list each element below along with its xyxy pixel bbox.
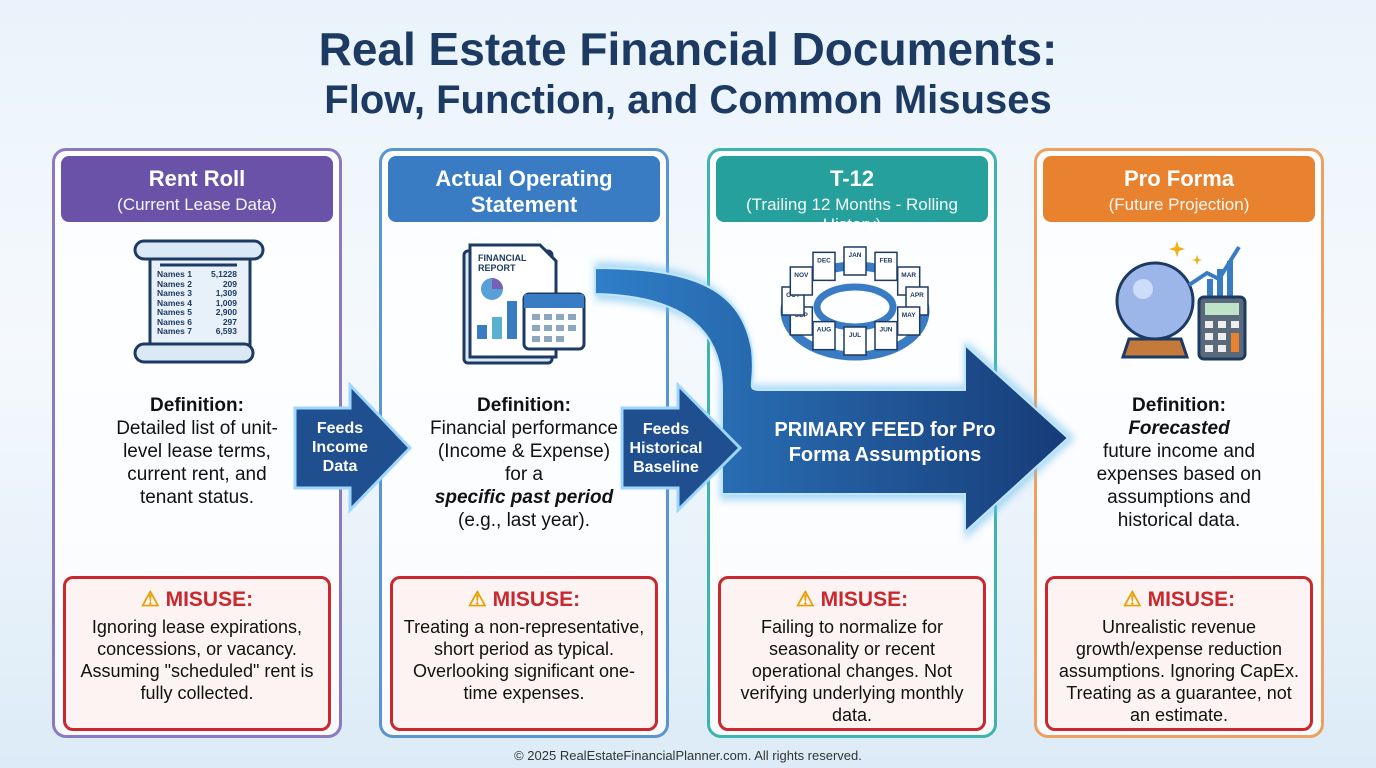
crystal-ball-calculator-icon [1107, 239, 1257, 369]
misuse-box: ⚠ MISUSE: Treating a non-representative,… [390, 576, 658, 731]
scroll-value: 2,900 [215, 307, 237, 317]
primary-feed-label: PRIMARY FEED for Pro Forma Assumptions [774, 419, 996, 466]
misuse-box: ⚠ MISUSE: Unrealistic revenue growth/exp… [1045, 576, 1313, 731]
scroll-value: 1,009 [215, 297, 237, 308]
month-label: DEC [817, 257, 831, 264]
subtitle: Flow, Function, and Common Misuses [324, 78, 1052, 122]
misuse-label: MISUSE: [492, 588, 581, 611]
misuse-text: Treating a non-representative, short per… [403, 617, 645, 703]
feeds-baseline-label: Feeds Historical Baseline [629, 421, 703, 476]
card-header: T-12 (Trailing 12 Months - Rolling Histo… [716, 156, 988, 234]
scroll-name: Names 4 [157, 297, 192, 308]
scroll-value: 5,1228 [211, 269, 237, 279]
card-title: T-12 [829, 166, 875, 191]
definition-emphasis: Forecasted [1128, 418, 1230, 439]
scroll-value: 209 [222, 278, 237, 289]
warning-icon: ⚠ [140, 588, 160, 611]
scroll-name: Names 2 [157, 278, 192, 289]
card-pro-forma: Pro Forma (Future Projection) Definition… [1034, 148, 1324, 738]
scroll-name: Names 5 [157, 307, 192, 317]
misuse-text: Unrealistic revenue growth/expense reduc… [1058, 617, 1300, 725]
definition-emphasis: specific past period [434, 487, 614, 508]
card-subtitle: (Current Lease Data) [117, 195, 277, 214]
month-label: JUN [879, 327, 892, 334]
definition-label: Definition: [150, 395, 244, 416]
definition: Definition: Forecasted future income and… [1085, 394, 1273, 532]
definition: Definition: Detailed list of unit-level … [103, 394, 291, 509]
primary-feed-arrow [594, 262, 1075, 540]
financial-report-icon: FINANCIAL REPORT [452, 239, 602, 369]
month-label: NOV [794, 272, 809, 279]
scroll-name: Names 6 [157, 316, 192, 327]
misuse-text: Ignoring lease expirations, concessions,… [80, 617, 314, 703]
main-title: Real Estate Financial Documents: [318, 23, 1058, 75]
misuse-text: Failing to normalize for seasonality or … [740, 617, 964, 725]
misuse-label: MISUSE: [1147, 588, 1236, 611]
month-sheet: DEC [812, 251, 836, 282]
definition-text-end: (e.g., last year). [458, 510, 590, 531]
month-sheet: JUL [843, 326, 867, 356]
card-header: Actual Operating Statement (Historical S… [388, 156, 660, 240]
scroll-name: Names 1 [157, 269, 192, 279]
warning-icon: ⚠ [795, 588, 815, 611]
scroll-icon: Names 1 5,1228 Names 2 209 Names 3 1,309 Na… [125, 239, 275, 369]
month-sheet: JUN [874, 320, 898, 351]
scroll-value: 1,309 [215, 288, 237, 298]
definition: Definition: Financial performance (Incom… [430, 394, 618, 532]
card-title: Actual Operating Statement [435, 166, 613, 217]
month-label: MAR [901, 272, 916, 279]
definition-label: Definition: [477, 395, 571, 416]
card-subtitle: (Historical Snapshot) [445, 221, 603, 240]
scroll-name: Names 7 [157, 326, 192, 336]
month-label: MAY [902, 312, 917, 319]
card-title: Rent Roll [148, 166, 246, 191]
card-subtitle: (Future Projection) [1108, 195, 1250, 214]
misuse-label: MISUSE: [820, 588, 909, 611]
misuse-label: MISUSE: [165, 588, 254, 611]
misuse-box: ⚠ MISUSE: Failing to normalize for seaso… [718, 576, 986, 731]
scroll-value: 6,593 [215, 326, 237, 336]
month-label: JAN [848, 252, 861, 259]
card-header: Pro Forma (Future Projection) [1043, 156, 1315, 222]
warning-icon: ⚠ [1122, 588, 1142, 611]
definition-text: Financial performance (Income & Expense)… [430, 418, 618, 485]
warning-icon: ⚠ [467, 588, 487, 611]
feeds-income-label: Feeds Income Data [311, 420, 368, 475]
definition-text: Detailed list of unit-level lease terms,… [116, 418, 278, 508]
misuse-box: ⚠ MISUSE: Ignoring lease expirations, co… [63, 576, 331, 731]
rolling-months-icon: JANFEBMARAPRMAYJUNJULAUGSEPOCTNOVDEC [775, 239, 935, 369]
month-label: FEB [880, 257, 893, 264]
report-label: FINANCIAL REPORT [478, 253, 527, 273]
feeds-baseline-arrow [620, 381, 743, 514]
card-subtitle: (Trailing 12 Months - Rolling History) [746, 195, 958, 234]
month-sheet: JAN [843, 246, 867, 276]
month-label: APR [910, 292, 924, 299]
definition-label: Definition: [1132, 395, 1226, 416]
definition-text: future income and expenses based on assu… [1096, 441, 1262, 531]
scroll-name: Names 3 [157, 288, 192, 298]
footer-copyright: © 2025 RealEstateFinancialPlanner.com. A… [514, 748, 862, 763]
card-header: Rent Roll (Current Lease Data) [61, 156, 333, 222]
month-label: JUL [849, 332, 861, 339]
card-title: Pro Forma [1123, 166, 1235, 191]
scroll-value: 297 [222, 316, 237, 327]
feeds-income-arrow [293, 381, 413, 514]
month-label: AUG [817, 327, 831, 334]
